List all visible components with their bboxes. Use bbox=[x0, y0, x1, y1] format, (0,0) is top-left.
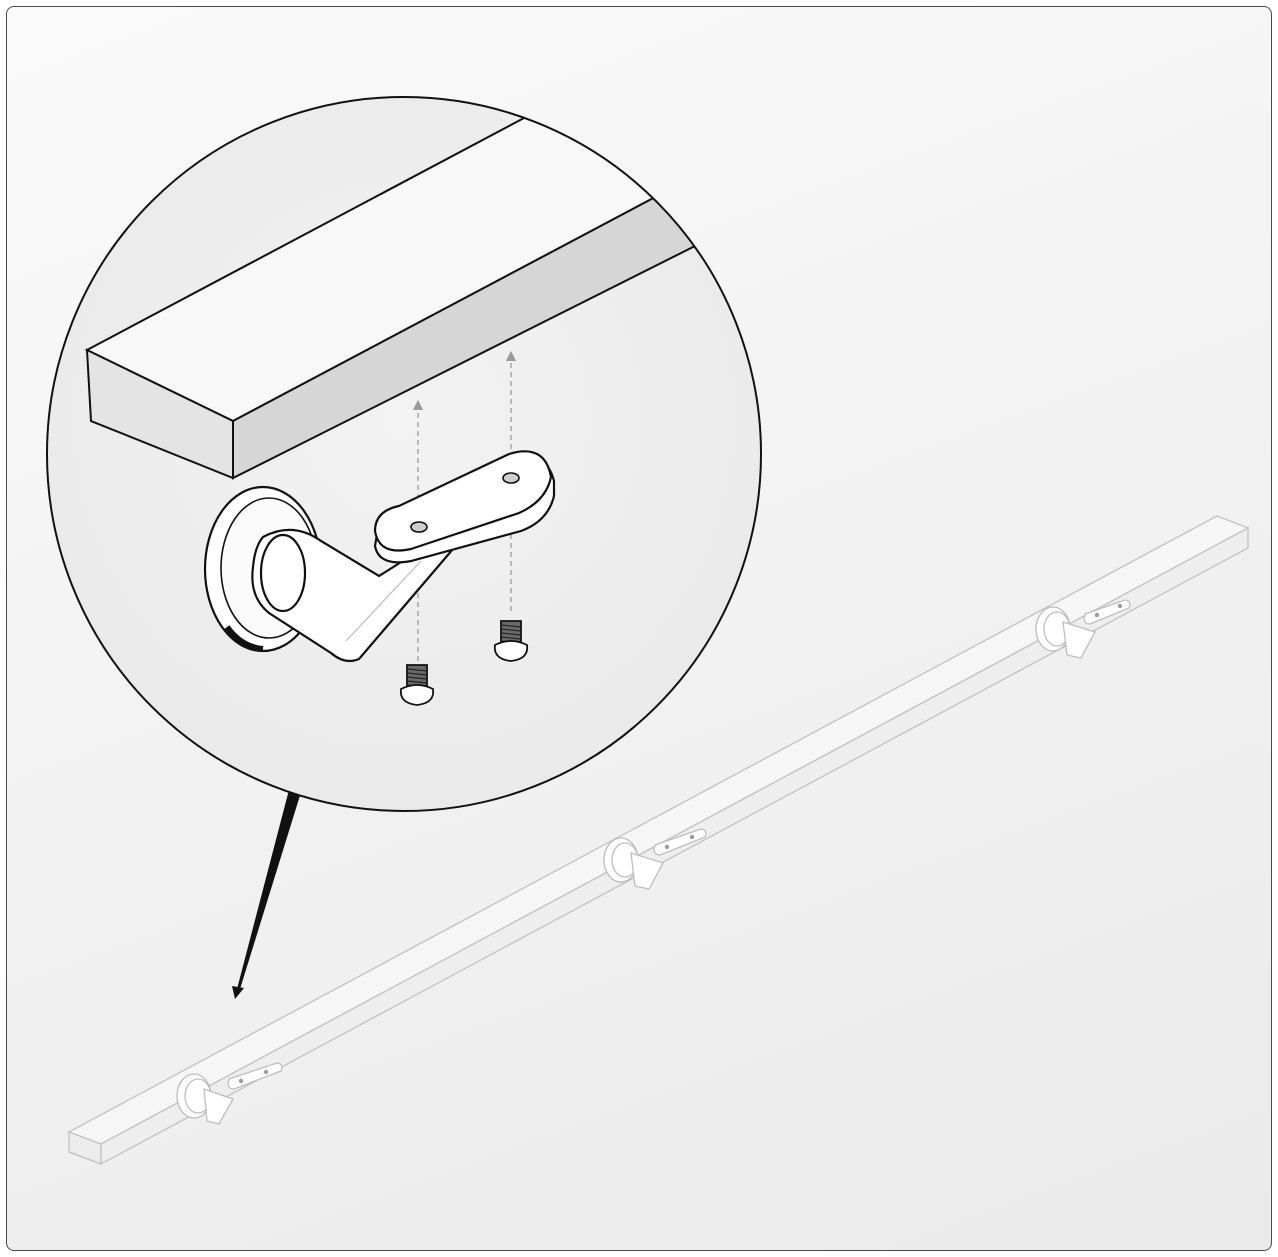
plate-hole-right bbox=[503, 473, 519, 483]
assembly-illustration bbox=[7, 7, 1272, 1251]
figure-frame bbox=[6, 6, 1272, 1251]
plate-hole-left bbox=[411, 522, 427, 532]
detail-circle bbox=[47, 97, 761, 811]
leader-arrow bbox=[232, 786, 302, 999]
